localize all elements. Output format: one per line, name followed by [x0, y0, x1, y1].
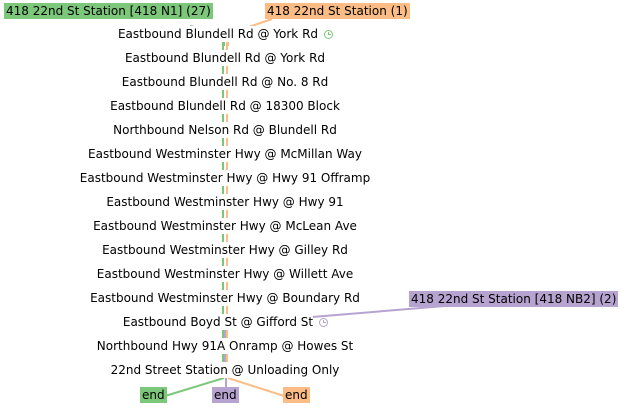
end-connector-orange [227, 377, 285, 397]
stop-label[interactable]: Eastbound Blundell Rd @ York Rd [117, 26, 319, 42]
stop-label[interactable]: Eastbound Westminster Hwy @ Hwy 91 Offra… [79, 170, 371, 186]
end-label-orange: end [283, 387, 310, 403]
end-connector-green [164, 377, 225, 397]
route-connector-purple [299, 305, 446, 319]
route-label-purple[interactable]: 418 22nd St Station [418 NB2] (2) [409, 291, 619, 307]
stop-label[interactable]: Eastbound Westminster Hwy @ McMillan Way [88, 146, 362, 162]
clock-icon [319, 318, 328, 327]
stop-label[interactable]: Eastbound Blundell Rd @ No. 8 Rd [121, 74, 329, 90]
stop-label[interactable]: 22nd Street Station @ Unloading Only [110, 362, 340, 378]
stop-label[interactable]: Eastbound Westminster Hwy @ Boundary Rd [90, 290, 360, 306]
route-label-orange[interactable]: 418 22nd St Station (1) [265, 3, 410, 19]
end-label-purple: end [212, 387, 239, 403]
clock-icon [324, 30, 333, 39]
stop-label[interactable]: Eastbound Westminster Hwy @ Willett Ave [96, 266, 354, 282]
route-label-green[interactable]: 418 22nd St Station [418 N1] (27) [4, 3, 213, 19]
stop-label[interactable]: Eastbound Blundell Rd @ York Rd [124, 50, 326, 66]
stop-label[interactable]: Northbound Hwy 91A Onramp @ Howes St [96, 338, 354, 354]
stop-label[interactable]: Eastbound Blundell Rd @ 18300 Block [110, 98, 340, 114]
stop-label[interactable]: Eastbound Westminster Hwy @ McLean Ave [93, 218, 357, 234]
stop-label[interactable]: Eastbound Westminster Hwy @ Gilley Rd [102, 242, 348, 258]
stop-label[interactable]: Eastbound Westminster Hwy @ Hwy 91 [106, 194, 344, 210]
stop-label[interactable]: Northbound Nelson Rd @ Blundell Rd [113, 122, 337, 138]
trunk-lines [222, 42, 228, 362]
stop-label[interactable]: Eastbound Boyd St @ Gifford St [122, 314, 314, 330]
end-label-green: end [140, 387, 167, 403]
